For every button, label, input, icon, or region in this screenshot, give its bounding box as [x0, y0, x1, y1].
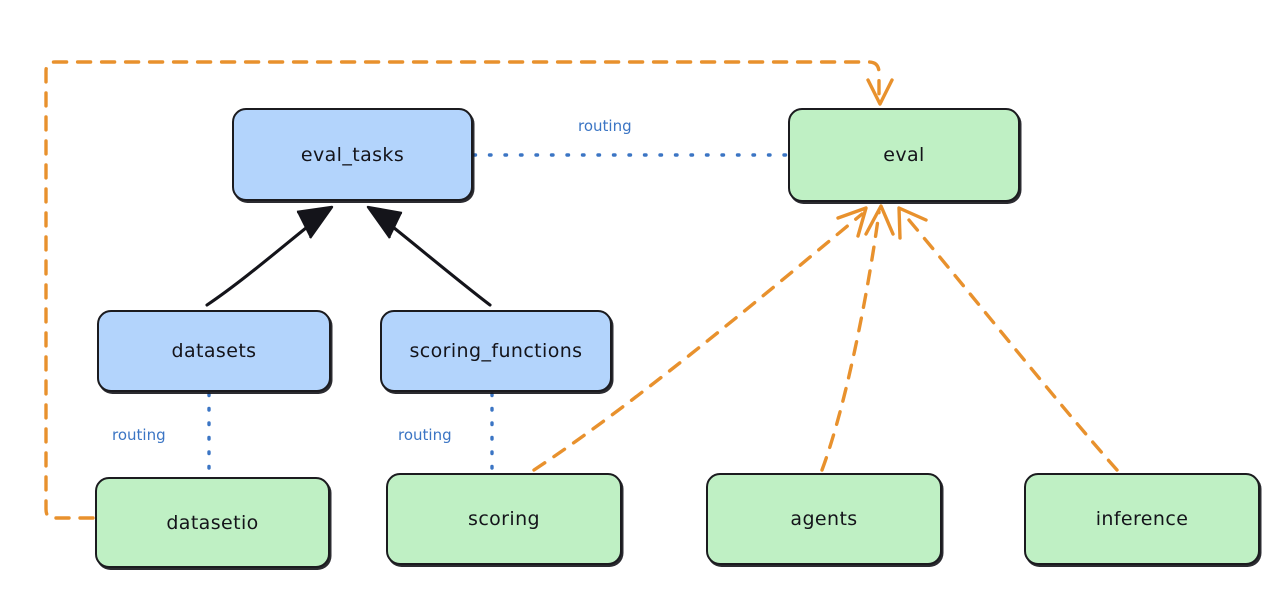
node-label-datasets: datasets: [171, 340, 257, 362]
edge-datasetio-to-eval: [44, 60, 894, 520]
node-datasets[interactable]: datasets: [97, 310, 331, 392]
edge-label-routing-datasets: routing: [112, 426, 166, 444]
node-eval-tasks[interactable]: eval_tasks: [232, 108, 473, 201]
node-eval[interactable]: eval: [788, 108, 1020, 202]
node-label-inference: inference: [1095, 508, 1189, 530]
edge-scoring_functions-to-eval_tasks: [366, 205, 492, 307]
node-datasetio[interactable]: datasetio: [95, 477, 330, 568]
node-scoring-functions[interactable]: scoring_functions: [380, 310, 612, 392]
edge-label-routing-scoring: routing: [398, 426, 452, 444]
edge-inference-to-eval: [897, 206, 1119, 472]
node-label-scoring: scoring: [468, 508, 540, 530]
node-label-agents: agents: [790, 508, 858, 530]
node-label-datasetio: datasetio: [166, 511, 259, 534]
node-label-scoring-functions: scoring_functions: [409, 340, 583, 362]
node-label-eval-tasks: eval_tasks: [300, 143, 405, 166]
edge-scoring-to-eval: [532, 206, 868, 472]
node-inference[interactable]: inference: [1024, 473, 1260, 565]
edge-datasets-to-eval_tasks: [205, 205, 334, 307]
node-scoring[interactable]: scoring: [386, 473, 622, 565]
edge-agents-to-eval: [820, 204, 895, 472]
node-label-eval: eval: [883, 144, 925, 166]
node-agents[interactable]: agents: [706, 473, 942, 565]
edge-label-routing-eval: routing: [578, 117, 632, 135]
